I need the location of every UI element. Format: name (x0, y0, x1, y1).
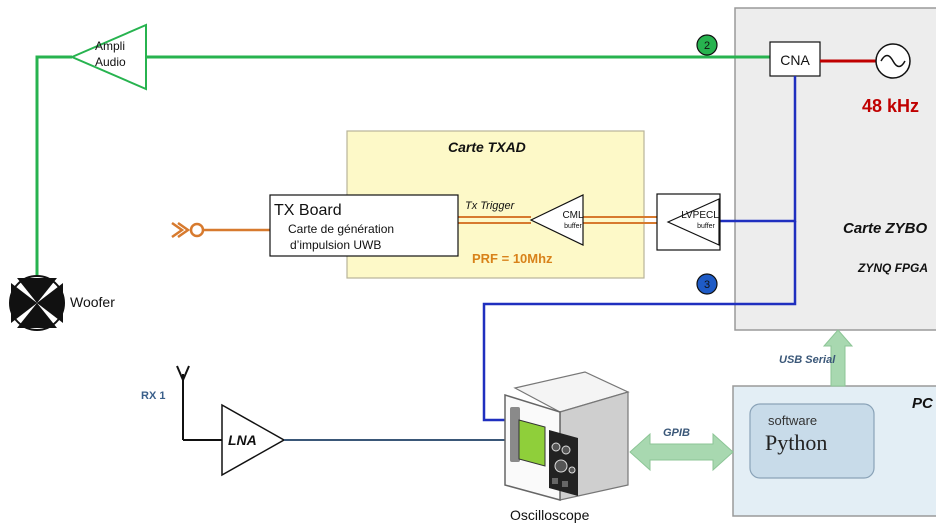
lna-label: LNA (228, 432, 257, 448)
tx-board (269, 194, 459, 257)
trigger-connector-icon (171, 221, 205, 239)
software-box (749, 403, 875, 479)
woofer-icon (9, 275, 65, 331)
oscilloscope-label: Oscilloscope (510, 507, 590, 523)
cna-block (769, 41, 821, 77)
lvpecl-buffer-name: LVPECL (681, 210, 719, 221)
woofer-label: Woofer (70, 294, 115, 310)
usb-serial-link (822, 329, 854, 387)
pc-box-title: PC (912, 395, 934, 412)
tx-trigger-label: Tx Trigger (465, 200, 516, 212)
cml-buffer (529, 194, 584, 246)
gpib-label: GPIB (663, 427, 690, 439)
oscillator-icon (875, 43, 911, 79)
oscilloscope-icon (504, 371, 630, 501)
frequency-label: 48 kHz (862, 96, 919, 116)
amplifier-label-2: Audio (95, 55, 126, 69)
cml-buffer-name: CML (562, 210, 584, 221)
zybo-card-subtitle: ZYNQ FPGA (857, 261, 928, 275)
audio-amplifier (69, 23, 147, 91)
marker-2-label: 2 (704, 40, 710, 52)
software-label: software (768, 413, 817, 428)
rx-label: RX 1 (141, 390, 165, 402)
marker-2 (696, 34, 718, 56)
marker-3-label: 3 (704, 279, 710, 291)
cna-label: CNA (780, 52, 810, 68)
rx-antenna-icon (176, 365, 222, 441)
tx-board-line2: d’impulsion UWB (290, 238, 381, 252)
cna-to-oscilloscope-wire (482, 221, 797, 422)
tx-board-line1: Carte de génération (288, 222, 394, 236)
lvpecl-buffer (666, 198, 720, 246)
lna-amplifier (221, 403, 286, 477)
txad-card-title: Carte TXAD (448, 139, 526, 155)
zybo-card-title: Carte ZYBO (843, 220, 928, 237)
amplifier-label-1: Ampli (95, 39, 125, 53)
python-label: Python (765, 430, 827, 455)
usb-serial-label: USB Serial (779, 354, 836, 366)
gpib-link (629, 432, 734, 472)
marker-3 (696, 273, 718, 295)
audio-wire (35, 55, 72, 275)
lvpecl-buffer-sub: buffer (697, 223, 715, 230)
tx-board-title: TX Board (274, 202, 342, 219)
cml-buffer-sub: buffer (564, 223, 582, 230)
prf-label: PRF = 10Mhz (472, 251, 553, 266)
